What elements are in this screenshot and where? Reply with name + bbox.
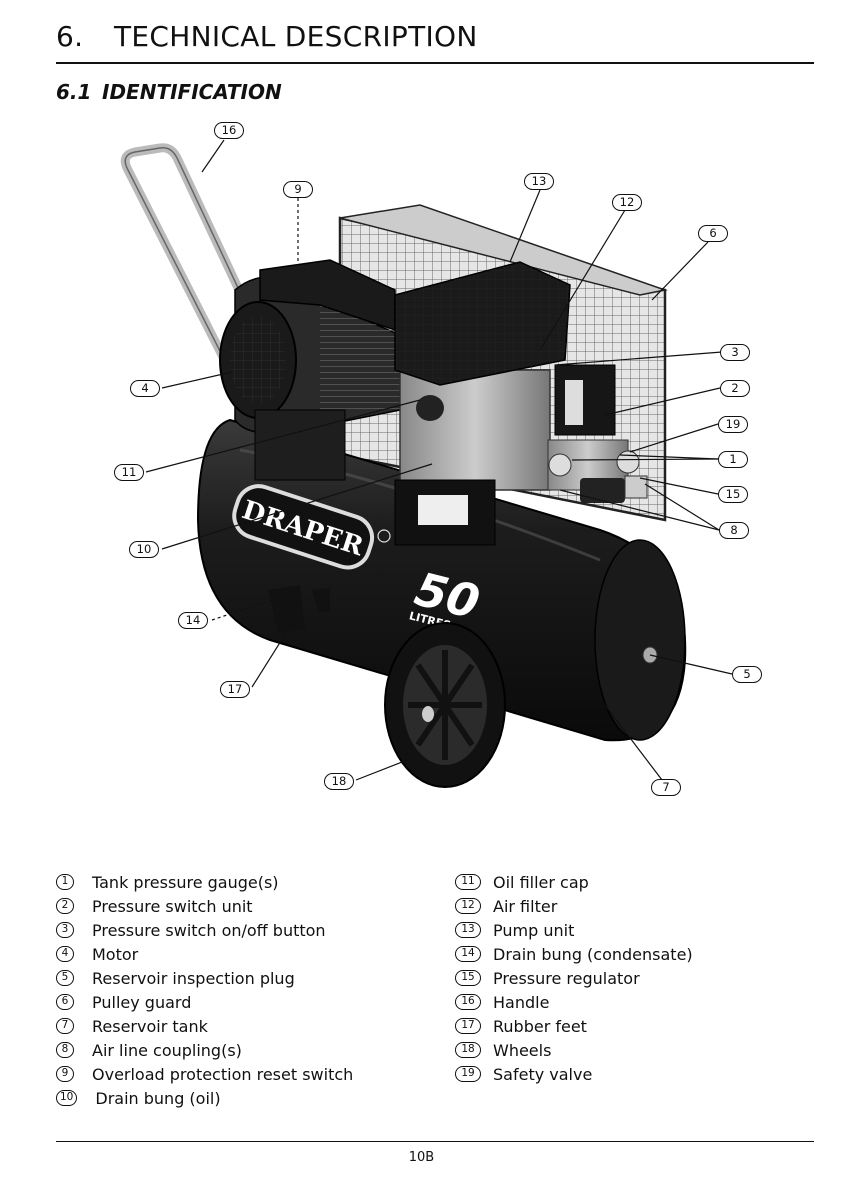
subsection-number: 6.1 (56, 80, 92, 104)
legend-number: 1 (56, 874, 74, 890)
legend-label: Wheels (493, 1040, 552, 1060)
motor-shape (219, 259, 405, 481)
legend-label: Pump unit (493, 920, 575, 940)
legend-item: 15 Pressure regulator (455, 966, 693, 990)
legend-label: Motor (92, 944, 139, 964)
legend-number: 16 (455, 994, 481, 1010)
legend-label: Pulley guard (92, 992, 192, 1012)
callout-10: 10 (129, 541, 159, 558)
legend-item: 6 Pulley guard (56, 990, 353, 1014)
callout-13: 13 (524, 173, 554, 190)
page-number: 10B (408, 1150, 435, 1165)
legend-number: 19 (455, 1066, 481, 1082)
callout-14: 14 (178, 612, 208, 629)
legend-item: 14 Drain bung (condensate) (455, 942, 693, 966)
legend-number: 11 (455, 874, 481, 890)
legend-number: 2 (56, 898, 74, 914)
bottom-rule (56, 1141, 814, 1142)
legend-label: Reservoir tank (92, 1016, 208, 1036)
callout-18: 18 (324, 773, 354, 790)
callout-3: 3 (720, 344, 750, 361)
legend-label: Pressure switch unit (92, 896, 253, 916)
legend-item: 17 Rubber feet (455, 1014, 693, 1038)
callout-5: 5 (732, 666, 762, 683)
legend-label: Safety valve (493, 1064, 593, 1084)
legend-item: 10 Drain bung (oil) (56, 1086, 353, 1110)
leader-lines (145, 139, 733, 781)
legend-label: Air line coupling(s) (92, 1040, 242, 1060)
legend-label: Handle (493, 992, 550, 1012)
legend-item: 11 Oil filler cap (455, 870, 693, 894)
callout-9: 9 (283, 181, 313, 198)
legend-item: 2 Pressure switch unit (56, 894, 353, 918)
legend-label: Drain bung (oil) (95, 1088, 221, 1108)
legend-label: Pressure regulator (493, 968, 640, 988)
legend-label: Air filter (493, 896, 558, 916)
legend-number: 10 (56, 1090, 78, 1106)
callout-12: 12 (612, 194, 642, 211)
top-rule (56, 62, 814, 64)
callout-16: 16 (214, 122, 244, 139)
legend-number: 8 (56, 1042, 74, 1058)
compressor-illustration: DRAPER 50 LITRES (120, 139, 733, 788)
legend-number: 6 (56, 994, 74, 1010)
callout-17: 17 (220, 681, 250, 698)
legend-number: 7 (56, 1018, 74, 1034)
callout-15: 15 (718, 486, 748, 503)
legend-item: 13 Pump unit (455, 918, 693, 942)
legend-label: Overload protection reset switch (92, 1064, 354, 1084)
legend-item: 4 Motor (56, 942, 353, 966)
legend-number: 3 (56, 922, 74, 938)
legend-item: 7 Reservoir tank (56, 1014, 353, 1038)
legend-number: 14 (455, 946, 481, 962)
legend-item: 3 Pressure switch on/off button (56, 918, 353, 942)
legend-item: 18 Wheels (455, 1038, 693, 1062)
legend-label: Drain bung (condensate) (493, 944, 693, 964)
section-title: 6. TECHNICAL DESCRIPTION (56, 20, 478, 53)
legend-number: 17 (455, 1018, 481, 1034)
reservoir-tank-shape (196, 418, 687, 742)
legend-item: 8 Air line coupling(s) (56, 1038, 353, 1062)
section-title-text: TECHNICAL DESCRIPTION (114, 20, 478, 53)
legend-number: 18 (455, 1042, 481, 1058)
legend-number: 13 (455, 922, 481, 938)
callout-19: 19 (718, 416, 748, 433)
legend-item: 5 Reservoir inspection plug (56, 966, 353, 990)
callout-1: 1 (718, 451, 748, 468)
compressor-figure: DRAPER 50 LITRES (114, 122, 762, 796)
legend-right: 11 Oil filler cap 12 Air filter 13 Pump uni… (455, 870, 693, 1086)
legend-label: Rubber feet (493, 1016, 587, 1036)
legend-number: 4 (56, 946, 74, 962)
legend-item: 19 Safety valve (455, 1062, 693, 1086)
legend-label: Reservoir inspection plug (92, 968, 295, 988)
legend-item: 9 Overload protection reset switch (56, 1062, 353, 1086)
legend-number: 5 (56, 970, 74, 986)
wheel-shape (384, 622, 506, 788)
legend-label: Oil filler cap (493, 872, 589, 892)
subsection-title-text: IDENTIFICATION (102, 80, 282, 104)
legend-number: 12 (455, 898, 481, 914)
rubber-foot-shape (268, 585, 305, 632)
legend-label: Pressure switch on/off button (92, 920, 326, 940)
subsection-title: 6.1 IDENTIFICATION (56, 80, 282, 104)
callout-8: 8 (719, 522, 749, 539)
callout-2: 2 (720, 380, 750, 397)
section-number: 6. (56, 20, 84, 53)
legend-number: 15 (455, 970, 481, 986)
callout-4: 4 (130, 380, 160, 397)
legend-label: Tank pressure gauge(s) (92, 872, 279, 892)
pressure-switch-shape (547, 364, 648, 503)
callout-7: 7 (651, 779, 681, 796)
pump-unit-shape (394, 261, 571, 546)
legend-item: 12 Air filter (455, 894, 693, 918)
legend-number: 9 (56, 1066, 74, 1082)
legend-item: 1 Tank pressure gauge(s) (56, 870, 353, 894)
callout-11: 11 (114, 464, 144, 481)
legend-item: 16 Handle (455, 990, 693, 1014)
callout-6: 6 (698, 225, 728, 242)
